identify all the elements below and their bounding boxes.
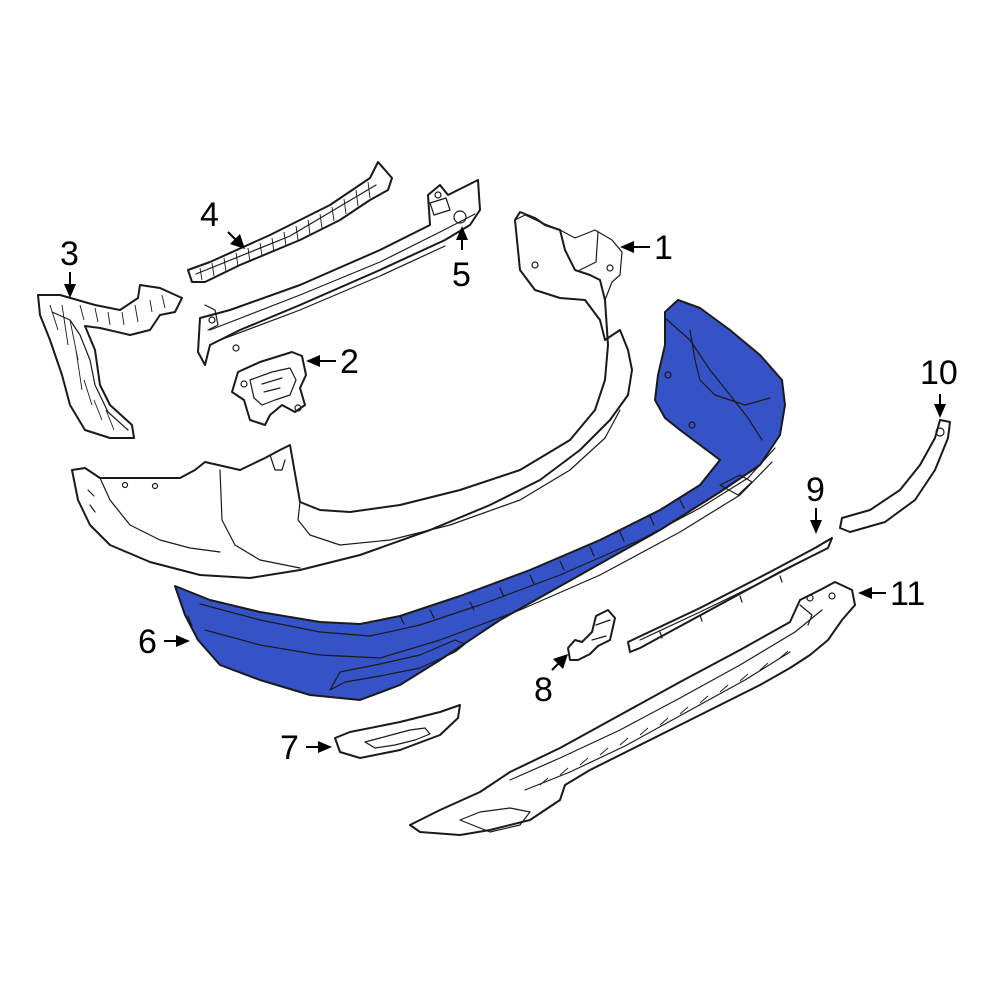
callout-1: 1 (654, 229, 673, 267)
callout-5: 5 (452, 256, 471, 294)
callout-8: 8 (534, 671, 553, 709)
side-trim (839, 419, 951, 533)
diffuser (409, 581, 856, 836)
callout-2: 2 (340, 343, 359, 381)
trim-insert (334, 704, 461, 759)
lower-bumper-cover (174, 299, 786, 701)
callout-7: 7 (280, 729, 299, 767)
callout-10: 10 (920, 354, 958, 392)
callout-3: 3 (60, 235, 79, 273)
sensor-bracket (567, 609, 616, 661)
callout-9: 9 (806, 471, 825, 509)
mounting-bracket (231, 351, 307, 426)
side-support-bracket (37, 284, 183, 439)
lower-bumper-cover-fill (174, 299, 786, 701)
molding-strip (627, 537, 833, 653)
callout-6: 6 (138, 623, 157, 661)
reinforcement-beam (197, 179, 481, 366)
callout-11: 11 (890, 575, 925, 613)
energy-absorber (187, 161, 393, 283)
callout-labels: 1 2 3 4 5 6 7 8 9 10 11 (60, 196, 958, 767)
callout-4: 4 (200, 196, 219, 234)
bumper-cover-upper (71, 211, 633, 579)
callout-leaders (64, 226, 946, 753)
